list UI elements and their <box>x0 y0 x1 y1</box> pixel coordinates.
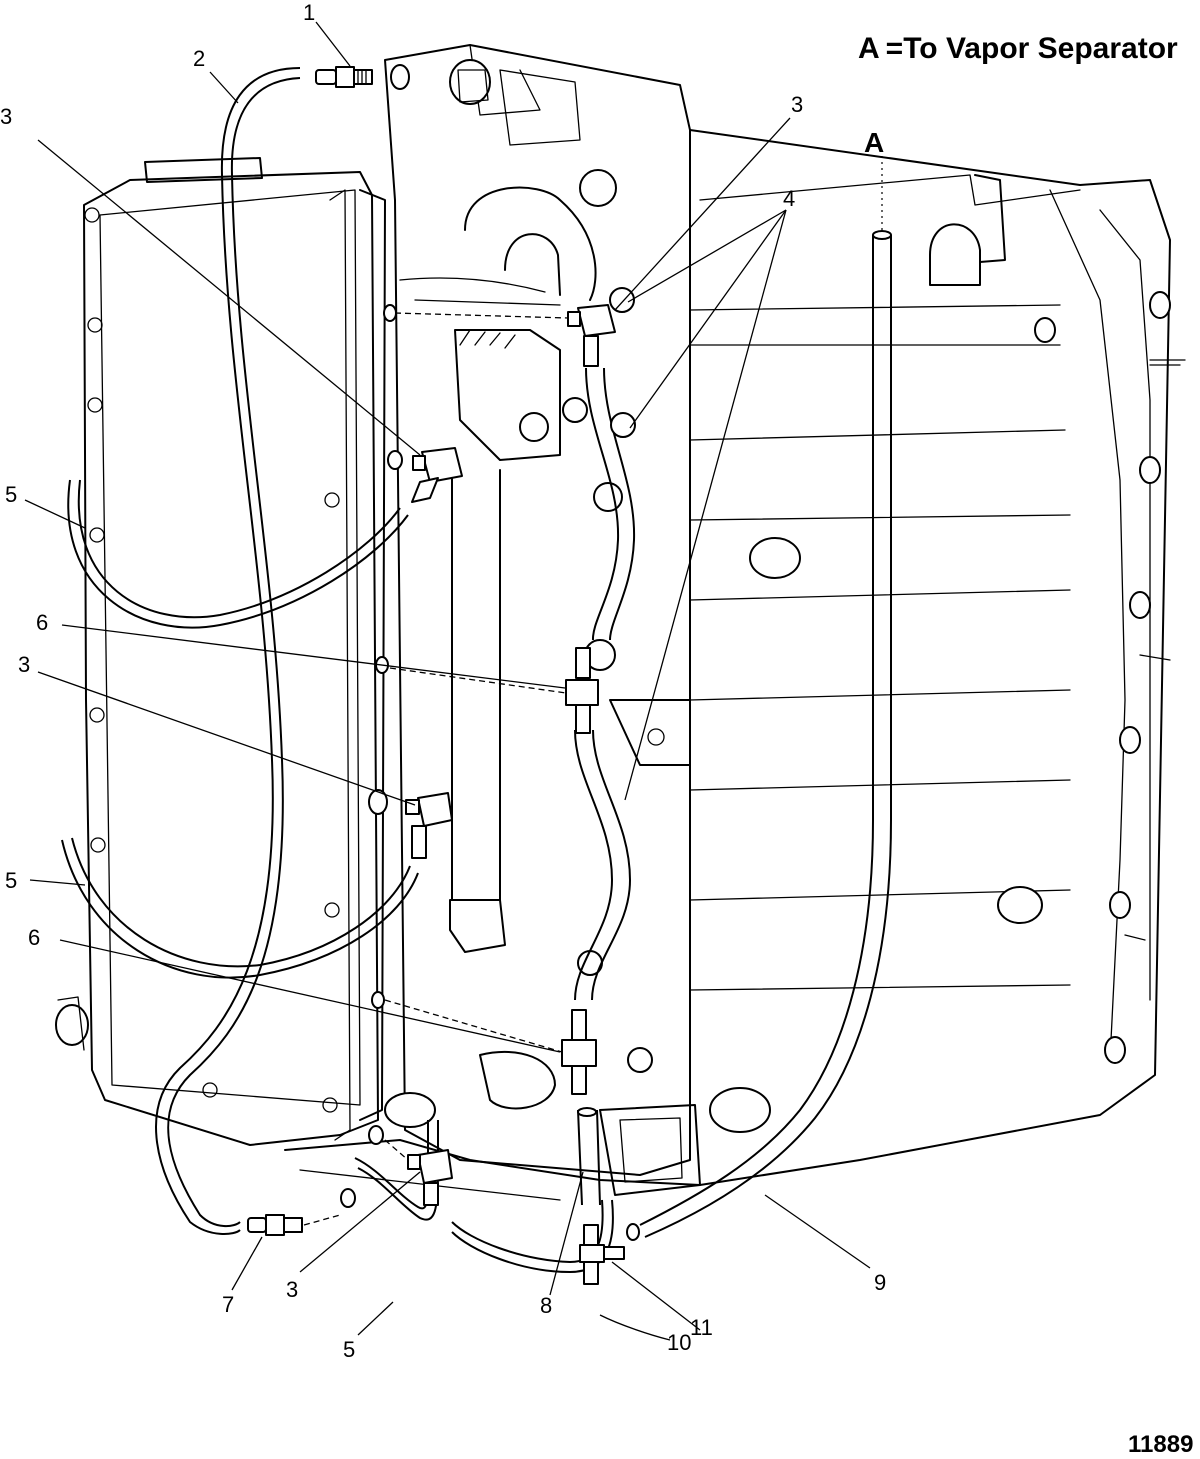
elbow-fitting-item-3-upper-left <box>387 447 463 503</box>
elbow-fitting-item-3-top <box>383 304 616 367</box>
hose-item-5-upper <box>67 479 409 629</box>
callout-9: 9 <box>874 1270 886 1295</box>
callout-3: 3 <box>791 92 803 117</box>
callout-5: 5 <box>5 482 17 507</box>
hose-between-tees-upper <box>574 729 614 1001</box>
hose-item-3-upper <box>585 367 620 641</box>
tee-fitting-item-6-lower <box>371 991 597 1095</box>
callout-3: 3 <box>0 104 12 129</box>
fitting-item-7 <box>247 1188 356 1236</box>
callout-6: 6 <box>36 610 48 635</box>
callout-10: 10 <box>667 1330 691 1355</box>
hose-item-8 <box>577 1109 601 1206</box>
callout-5: 5 <box>5 868 17 893</box>
callout-11: 11 <box>690 1315 713 1340</box>
elbow-fitting-item-3-bottom <box>368 1125 453 1206</box>
tee-fitting-item-6-upper <box>375 647 599 734</box>
intake-block <box>384 44 691 1176</box>
callout-5: 5 <box>343 1337 355 1362</box>
figure-number: 11889 <box>1128 1431 1193 1458</box>
hose-item-2 <box>167 77 301 1227</box>
fittings <box>247 64 640 1285</box>
gasket-strip <box>359 189 386 1121</box>
elbow-fitting-item-3-lower-left <box>368 789 453 859</box>
bolt-item-4 <box>609 287 636 438</box>
callout-1: 1 <box>303 0 315 25</box>
callout-3: 3 <box>18 652 30 677</box>
callout-8: 8 <box>540 1293 552 1318</box>
tee-fitting-item-11 <box>579 1223 640 1285</box>
legend-text: A=To Vapor Separator <box>858 32 1178 65</box>
hose-item-9 <box>639 235 874 1226</box>
fuel-rail-tube <box>451 469 501 901</box>
hose-item-5-middle <box>61 839 419 979</box>
cylinder-head <box>689 129 1171 1186</box>
engine-block-drawing <box>55 44 1186 1201</box>
callout-2: 2 <box>193 46 205 71</box>
legend-description: =To Vapor Separator <box>886 32 1178 65</box>
legend-letter: A <box>858 32 880 65</box>
callout-4: 4 <box>783 186 795 211</box>
point-label-a: A <box>864 127 884 158</box>
fitting-item-1 <box>315 64 410 90</box>
hose-item-10 <box>451 1199 604 1264</box>
leader-lines <box>24 21 871 1341</box>
callout-3: 3 <box>286 1277 298 1302</box>
callout-6: 6 <box>28 925 40 950</box>
callout-7: 7 <box>222 1292 234 1317</box>
